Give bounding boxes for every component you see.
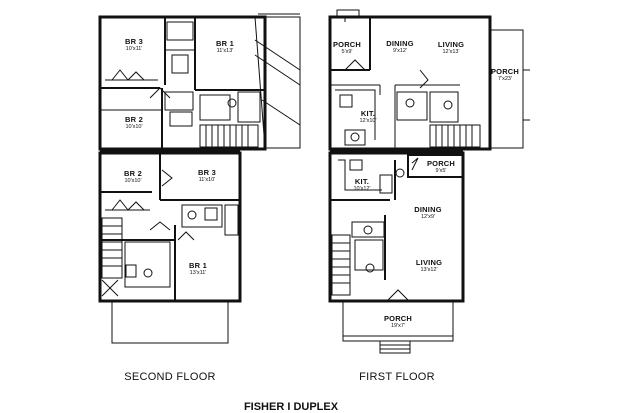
first-floor-plan [328, 9, 530, 354]
room-label-first-porch-right: PORCH 9'x5' [427, 160, 455, 174]
room-name: DINING [414, 205, 442, 214]
first-floor-caption: FIRST FLOOR [359, 371, 435, 383]
room-name: PORCH [383, 314, 413, 323]
room-label-first-dining-upper: DINING 9'x12' [386, 40, 413, 54]
room-dims: 10'x10' [124, 177, 142, 184]
room-dims: 10'x11' [125, 45, 143, 52]
room-label-first-porch-upper-left: PORCH 5'x9' [333, 41, 361, 55]
room-name: PORCH [426, 159, 456, 168]
room-dims: 9'x5' [435, 167, 447, 174]
room-name: BR 1 [216, 39, 234, 48]
room-label-second-br1-top: BR 1 11'x13' [216, 40, 234, 54]
room-dims: 10'x10' [125, 123, 143, 130]
room-dims: 12'x9' [420, 213, 436, 220]
room-label-first-kit-upper: KIT. 12'x10' [359, 110, 376, 124]
room-name: KIT. [360, 109, 376, 118]
room-label-first-porch-side: PORCH 7'x23' [491, 68, 519, 82]
room-name: LIVING [415, 258, 443, 267]
room-label-second-br2-bottom: BR 2 10'x10' [124, 170, 142, 184]
room-name: DINING [386, 39, 414, 48]
room-dims: 7'x23' [497, 75, 513, 82]
room-name: PORCH [332, 40, 362, 49]
room-dims: 5'x9' [341, 48, 353, 55]
room-dims: 12'x10' [359, 117, 377, 124]
room-name: PORCH [490, 67, 520, 76]
room-name: BR 2 [125, 115, 143, 124]
room-dims: 13'x12' [420, 266, 438, 273]
room-name: BR 1 [189, 261, 207, 270]
room-label-second-br2-top: BR 2 10'x10' [125, 116, 143, 130]
room-label-first-living-upper: LIVING 12'x13' [438, 41, 464, 55]
room-dims: 12'x13' [442, 48, 460, 55]
room-name: BR 3 [125, 37, 143, 46]
room-dims: 9'x12' [392, 47, 408, 54]
room-label-second-br3-bottom: BR 3 11'x10' [198, 169, 216, 183]
room-name: LIVING [437, 40, 465, 49]
sheet-title: FISHER I DUPLEX [243, 401, 339, 413]
room-label-first-dining-lower: DINING 12'x9' [414, 206, 441, 220]
room-dims: 11'x10' [198, 176, 216, 183]
room-dims: 10'x12' [353, 185, 371, 192]
room-name: BR 3 [198, 168, 216, 177]
room-name: KIT. [354, 177, 370, 186]
second-floor-plan [98, 13, 301, 344]
room-label-first-kit-lower: KIT. 10'x12' [353, 178, 370, 192]
second-floor-caption: SECOND FLOOR [124, 371, 216, 383]
room-label-first-porch-front: PORCH 19'x7' [384, 315, 412, 329]
room-name: BR 2 [124, 169, 142, 178]
room-dims: 19'x7' [390, 322, 406, 329]
room-label-second-br3-top: BR 3 10'x11' [125, 38, 143, 52]
room-dims: 13'x11' [189, 269, 207, 276]
room-label-first-living-lower: LIVING 13'x12' [416, 259, 442, 273]
room-label-second-br1-bottom: BR 1 13'x11' [189, 262, 207, 276]
room-dims: 11'x13' [216, 47, 234, 54]
